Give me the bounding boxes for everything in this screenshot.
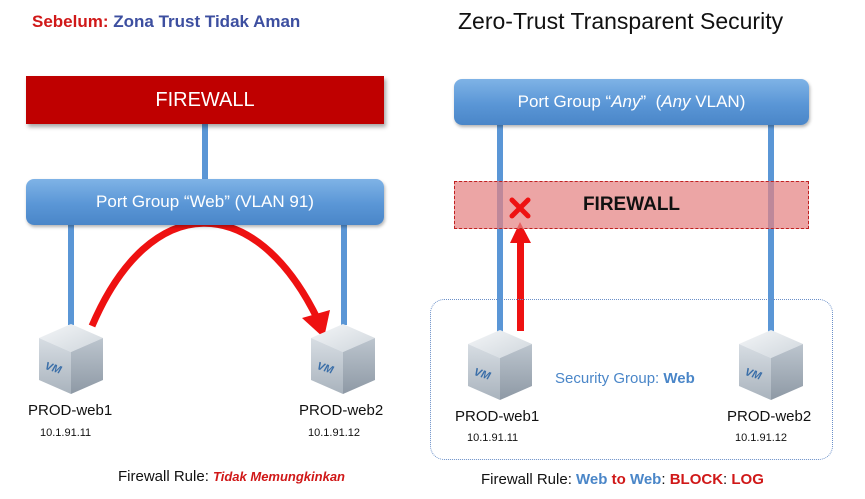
link-portgroup-to-vm2 <box>341 225 347 325</box>
after-firewall: FIREWALL <box>454 181 809 229</box>
after-rule-prefix: Firewall Rule: <box>481 471 572 488</box>
before-vm2-ip: 10.1.91.12 <box>308 427 360 439</box>
blocked-traffic-arrowhead <box>510 222 531 243</box>
before-title: Sebelum: Zona Trust Tidak Aman <box>32 12 300 32</box>
after-vm2-ip: 10.1.91.12 <box>735 432 787 444</box>
vm-icon-before-web1: VM <box>39 324 103 394</box>
vm-icon-label: VM <box>472 366 492 383</box>
after-vm1-name: PROD-web1 <box>455 408 540 425</box>
link-anygroup-to-vm2 <box>768 125 774 333</box>
blocked-traffic-arrow <box>517 236 524 331</box>
before-rule-prefix: Firewall Rule: <box>118 468 209 485</box>
after-port-group-mid: ” ( <box>640 92 662 111</box>
vm-icon-label: VM <box>315 360 335 377</box>
after-rule-sep2: : <box>723 471 728 488</box>
after-port-group: Port Group “Any” (Any VLAN) <box>454 79 809 125</box>
after-rule-source: Web <box>576 471 608 488</box>
before-rule-value: Tidak Memungkinkan <box>213 469 345 484</box>
vm-icon-before-web2: VM <box>311 324 375 394</box>
security-group-prefix: Security Group: <box>555 370 660 387</box>
after-rule-action: BLOCK <box>669 471 724 488</box>
before-vm2-name: PROD-web2 <box>299 402 384 419</box>
before-vm1-name: PROD-web1 <box>28 402 113 419</box>
before-vm1-ip: 10.1.91.11 <box>40 427 92 439</box>
after-vm1-ip: 10.1.91.11 <box>467 432 519 444</box>
after-rule-sep1: : <box>661 471 666 488</box>
after-title: Zero-Trust Transparent Security <box>458 8 784 34</box>
before-title-text: Zona Trust Tidak Aman <box>113 12 301 31</box>
link-anygroup-to-vm1 <box>497 125 503 333</box>
after-port-group-prefix: Port Group “ <box>517 92 612 111</box>
after-port-group-any: Any <box>611 92 641 111</box>
security-group-label: Security Group: Web <box>555 370 695 387</box>
link-firewall-to-portgroup <box>202 124 208 180</box>
link-portgroup-to-vm1 <box>68 225 74 325</box>
after-rule-destination: Web <box>629 471 662 488</box>
before-title-prefix: Sebelum: <box>32 12 109 31</box>
before-port-group: Port Group “Web” (VLAN 91) <box>26 179 384 225</box>
security-group-name: Web <box>663 370 695 387</box>
after-vm2-name: PROD-web2 <box>727 408 812 425</box>
after-firewall-rule: Firewall Rule: Web to Web: BLOCK: LOG <box>481 471 764 488</box>
after-port-group-any-vlan: Any <box>661 92 691 111</box>
before-firewall-rule: Firewall Rule: Tidak Memungkinkan <box>118 468 345 485</box>
lateral-traffic-arrowhead <box>302 310 330 338</box>
before-firewall: FIREWALL <box>26 76 384 124</box>
vm-icon-label: VM <box>743 366 763 383</box>
after-port-group-suffix: VLAN) <box>690 92 746 111</box>
after-rule-to: to <box>611 471 626 488</box>
vm-icon-after-web2: VM <box>739 330 803 400</box>
security-group-boundary <box>430 299 833 460</box>
after-rule-log: LOG <box>731 471 764 488</box>
vm-icon-after-web1: VM <box>468 330 532 400</box>
vm-icon-label: VM <box>43 360 63 377</box>
